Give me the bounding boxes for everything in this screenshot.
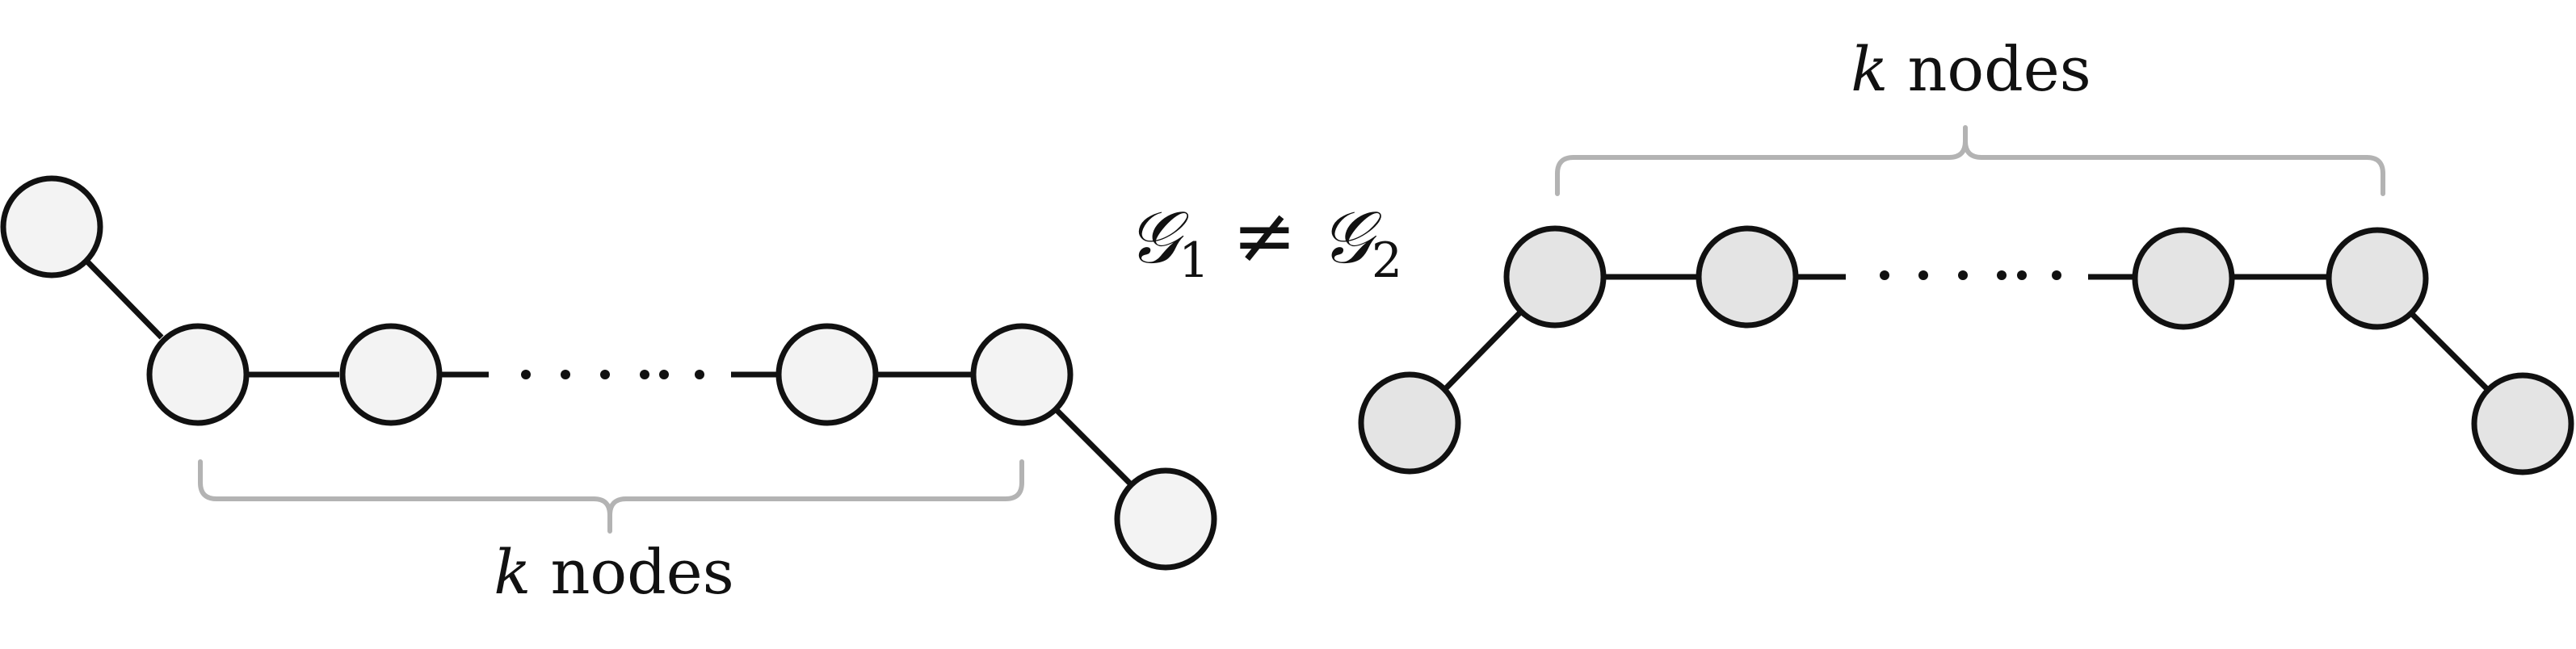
relation-operator: ≠ <box>1232 191 1296 281</box>
graph2-brace <box>1555 125 2385 196</box>
graph2-brace-label-var: k <box>1851 33 1888 105</box>
graph1-node-4 <box>970 323 1074 426</box>
graph1-node-2 <box>339 323 443 426</box>
graph1-node-1 <box>146 323 250 426</box>
graph2-node-1 <box>1503 225 1607 329</box>
graph1-brace-label: k nodes <box>494 536 734 608</box>
graph-1: k nodes <box>0 175 1217 608</box>
graph2-ellipsis <box>1880 270 2061 280</box>
graph1-edge-leaf-right <box>1053 406 1133 487</box>
graph1-node-leaf-left <box>0 175 103 278</box>
graph2-brace-label: k nodes <box>1851 33 2091 105</box>
graph2-ellipsis-dot <box>1880 270 1889 280</box>
graph2-edge-leaf-left <box>1443 310 1523 391</box>
graph2-ellipsis-dot <box>1958 270 1968 280</box>
graph1-brace-label-text: nodes <box>531 536 734 608</box>
graph2-edge-leaf-right <box>2410 312 2490 392</box>
graph-2: k nodes <box>1358 33 2574 475</box>
graph1-ellipsis-dot <box>600 370 610 379</box>
graph1-edge-leaf-left <box>85 259 164 340</box>
relation-left-sub: 1 <box>1179 232 1209 289</box>
graph2-ellipsis-dot <box>1997 270 2007 280</box>
graph1-ellipsis <box>521 370 704 379</box>
graph2-node-2 <box>1696 225 1799 329</box>
relation: 𝒢1≠𝒢2 <box>1127 191 1402 289</box>
graph1-node-3 <box>775 323 879 426</box>
relation-right-sub: 2 <box>1372 232 1402 289</box>
graph1-ellipsis-dot <box>695 370 704 379</box>
graph2-node-3 <box>2132 227 2235 330</box>
graph1-ellipsis-dot <box>521 370 531 379</box>
graph1-brace-label-var: k <box>494 536 531 608</box>
graph2-node-4 <box>2326 227 2429 330</box>
relation-formula: 𝒢1≠𝒢2 <box>1127 191 1402 289</box>
graph1-node-leaf-right <box>1114 467 1217 571</box>
graph2-ellipsis-dot <box>1918 270 1928 280</box>
graph1-brace <box>198 459 1024 534</box>
graph1-ellipsis-dot <box>561 370 570 379</box>
graph2-brace-label-text: nodes <box>1888 33 2091 105</box>
graph2-node-leaf-right <box>2471 372 2574 475</box>
graph2-ellipsis-dot <box>2052 270 2061 280</box>
graph2-ellipsis-dot <box>2017 270 2027 280</box>
graph2-node-leaf-left <box>1358 371 1461 475</box>
graph1-ellipsis-dot <box>640 370 649 379</box>
graph1-ellipsis-dot <box>659 370 669 379</box>
